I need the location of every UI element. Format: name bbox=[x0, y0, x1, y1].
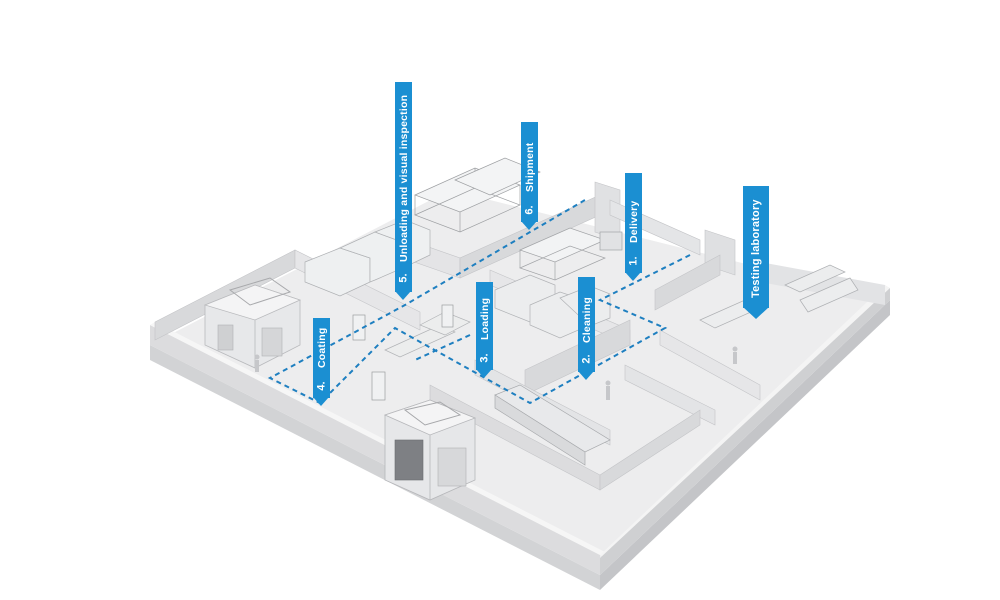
outer-walls bbox=[150, 262, 890, 575]
coating-machine-left bbox=[203, 277, 302, 369]
conveyor bbox=[494, 384, 611, 466]
step-number-loading: 3. bbox=[478, 353, 491, 363]
step-number-cleaning: 2. bbox=[580, 354, 593, 364]
shipment-racks bbox=[414, 157, 541, 233]
unloading-racks bbox=[304, 219, 431, 297]
cleaning-machines bbox=[494, 274, 611, 339]
step-number-shipment: 6. bbox=[523, 205, 536, 215]
testing-lab-label-text: Testing laboratory bbox=[750, 199, 762, 298]
coating-machine-front bbox=[383, 399, 477, 501]
step-label-delivery-text: Delivery bbox=[627, 200, 640, 243]
process-flow-path bbox=[267, 199, 691, 405]
step-label-shipment-text: Shipment bbox=[523, 142, 536, 192]
step-label-coating-text: Coating bbox=[315, 327, 328, 368]
step-number-unloading: 5. bbox=[397, 273, 410, 283]
step-number-coating: 4. bbox=[315, 381, 328, 391]
step-label-loading-text: Loading bbox=[478, 297, 491, 340]
step-number-delivery: 1. bbox=[627, 256, 640, 266]
people bbox=[254, 346, 738, 400]
equipment bbox=[203, 157, 859, 501]
delivery-racks bbox=[519, 227, 623, 281]
step-label-unloading-text: Unloading and visual inspection bbox=[397, 94, 410, 262]
workpiece-carriers bbox=[352, 304, 454, 401]
step-label-cleaning-text: Cleaning bbox=[580, 297, 593, 343]
